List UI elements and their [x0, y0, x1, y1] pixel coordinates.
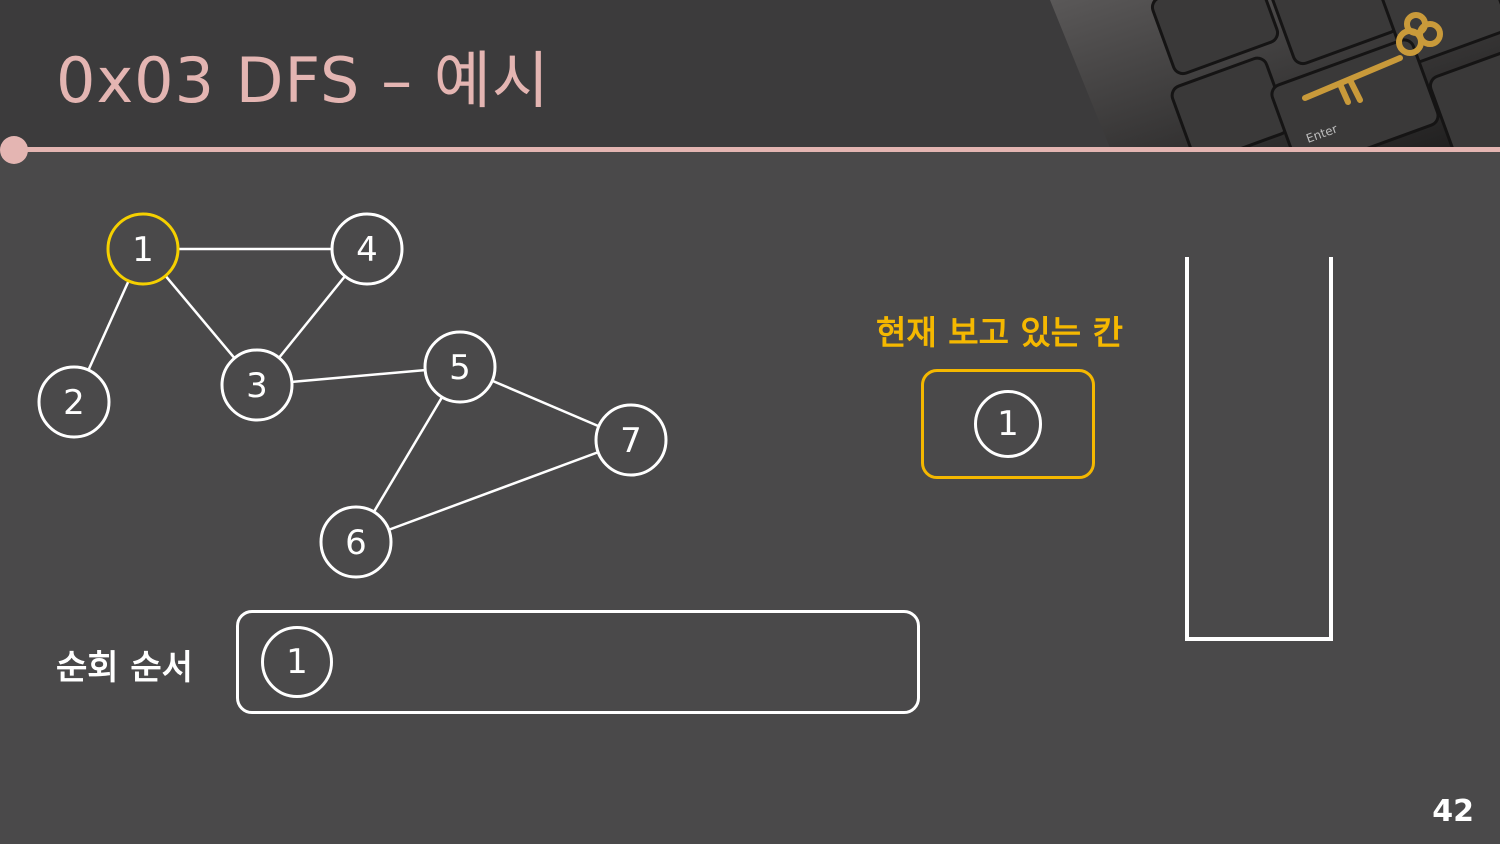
node-label-5: 5 — [449, 348, 471, 388]
stack-container — [1185, 257, 1333, 641]
node-circle-6 — [319, 505, 393, 579]
graph-node-7: 7 — [594, 403, 668, 477]
node-circle-2 — [37, 365, 111, 439]
edge-6-7 — [355, 438, 632, 544]
graph-diagram: 1 2 3 4 5 6 7 — [37, 212, 668, 579]
node-circle-7 — [594, 403, 668, 477]
node-label-3: 3 — [246, 366, 268, 406]
node-circle-1 — [106, 212, 180, 286]
graph-node-6: 6 — [319, 505, 393, 579]
keyboard-key-photo: Enter — [1050, 0, 1500, 148]
node-label-2: 2 — [63, 383, 85, 423]
node-circle-3 — [220, 348, 294, 422]
graph-node-2: 2 — [37, 365, 111, 439]
page-number: 42 — [1432, 794, 1474, 829]
current-cell-label: 현재 보고 있는 칸 — [876, 313, 1123, 352]
traversal-order-box: 1 — [236, 610, 920, 714]
traversal-node: 1 — [261, 626, 333, 698]
traversal-order-label: 순회 순서 — [56, 648, 193, 688]
graph-node-3: 3 — [220, 348, 294, 422]
title-underline — [12, 147, 1500, 152]
node-label-6: 6 — [345, 523, 367, 563]
current-cell-node: 1 — [974, 390, 1042, 458]
node-circle-4 — [330, 212, 404, 286]
underline-dot — [0, 136, 28, 164]
node-circle-5 — [423, 330, 497, 404]
graph-node-5: 5 — [423, 330, 497, 404]
node-label-1: 1 — [132, 230, 154, 270]
slide-title: 0x03 DFS – 예시 — [56, 44, 550, 117]
graph-node-4: 4 — [330, 212, 404, 286]
node-label-7: 7 — [620, 421, 642, 461]
node-label-4: 4 — [356, 230, 378, 270]
current-cell-box: 1 — [921, 369, 1095, 479]
graph-node-1: 1 — [106, 212, 180, 286]
